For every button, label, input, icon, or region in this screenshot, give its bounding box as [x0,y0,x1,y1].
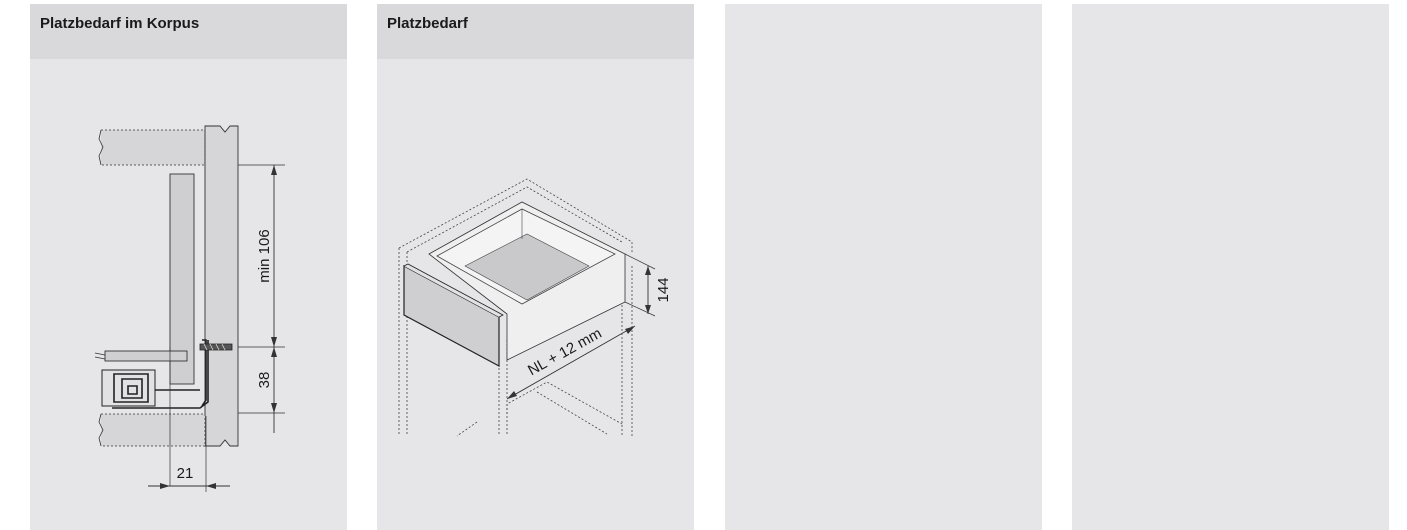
panel-empty-4 [1072,4,1389,530]
panel-header: Platzbedarf [377,4,694,59]
drawer-isometric-drawing: 144 NL + 12 mm [398,178,672,437]
carcass-cross-section-drawing: min 106 38 21 [94,125,285,492]
dimension-label-21: 21 [177,465,194,482]
panel-empty-3 [725,4,1042,530]
dimension-label-144: 144 [655,277,672,302]
panel-space-in-carcass: Platzbedarf im Korpus [30,4,347,530]
panel-header: Platzbedarf im Korpus [30,4,347,59]
panel-header [1072,4,1389,59]
panel-header [725,4,1042,59]
dimension-label-38: 38 [256,372,273,389]
dimension-label-min-106: min 106 [256,229,273,282]
panel-title: Platzbedarf im Korpus [40,15,200,32]
panel-space-requirement: Platzbedarf 144 NL + 12 mm [377,4,694,530]
panel-title: Platzbedarf [387,15,468,32]
